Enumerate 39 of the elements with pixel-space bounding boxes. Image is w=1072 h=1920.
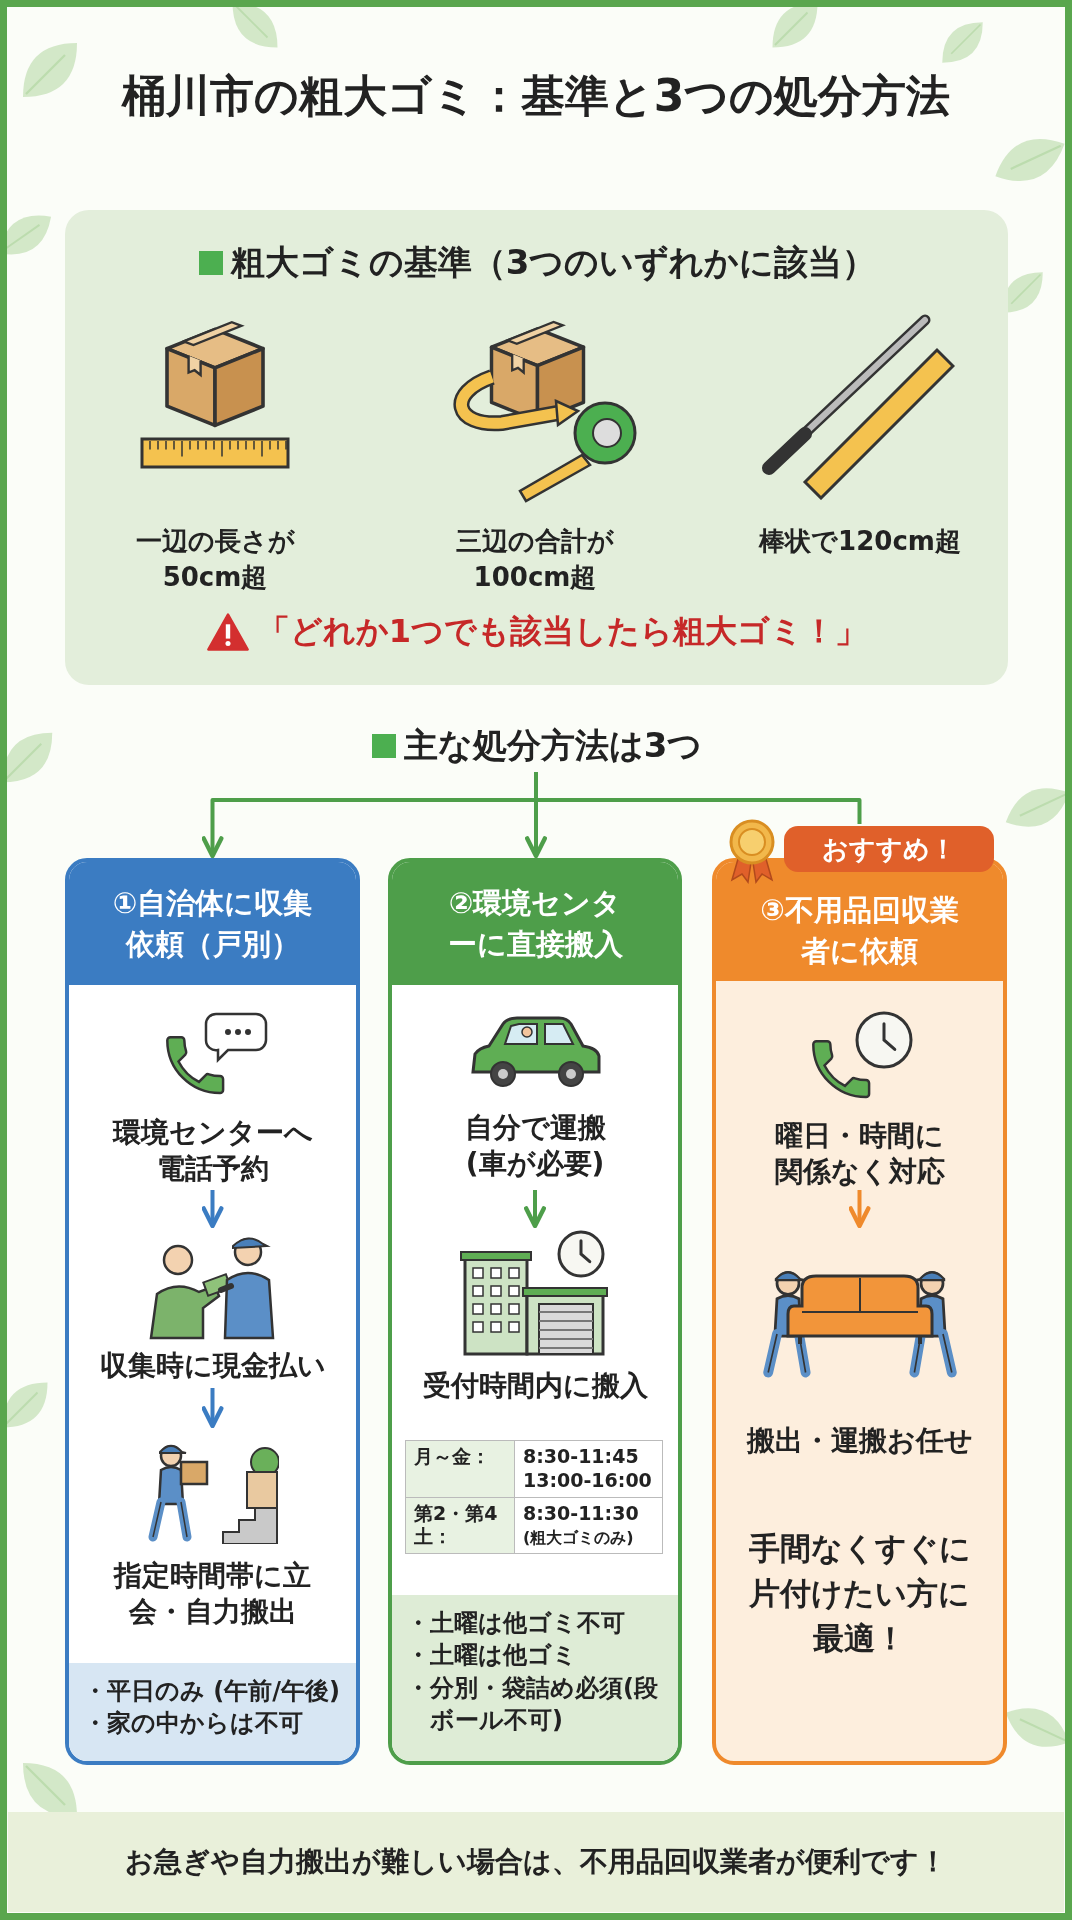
criteria-panel bbox=[65, 210, 1008, 685]
step-text: 指定時間帯に立会・自力搬出 bbox=[112, 1558, 312, 1631]
footer-banner: お急ぎや自力搬出が難しい場合は、不用品回収業者が便利です！ bbox=[8, 1812, 1064, 1912]
card-header: ①自治体に収集依頼（戸別） bbox=[69, 862, 356, 985]
note-item: ・平日のみ (午前/午後) bbox=[83, 1676, 342, 1707]
note-item: ・分別・袋詰め必須(段ボール不可) bbox=[406, 1672, 659, 1737]
notes-panel bbox=[392, 1595, 678, 1761]
arrow bbox=[848, 1190, 871, 1229]
criteria-text: 棒状で120cm超 bbox=[757, 525, 962, 558]
table-cell: 月～金： bbox=[405, 1440, 515, 1497]
table-cell: 8:30-11:30 (粗大ゴミのみ) bbox=[514, 1497, 663, 1554]
section-heading: 粗大ゴミの基準（3つのいずれかに該当） bbox=[230, 241, 877, 284]
step-text: 環境センターへ電話予約 bbox=[111, 1115, 314, 1188]
card-header: ②環境センターに直接搬入 bbox=[392, 862, 678, 985]
arrow bbox=[201, 1388, 224, 1429]
notes-panel bbox=[69, 1663, 356, 1761]
note-item: ・土曜は他ゴミ bbox=[406, 1640, 578, 1672]
arrow bbox=[524, 1190, 546, 1229]
recommend-badge: おすすめ！ bbox=[784, 826, 994, 872]
title: 桶川市の粗大ゴミ：基準と3つの処分方法 bbox=[120, 70, 952, 123]
connector-line bbox=[534, 772, 862, 824]
closing-text: 手間なくすぐに片付けたい方に最適！ bbox=[747, 1529, 972, 1658]
criteria-text: 三辺の合計が100cm超 bbox=[455, 525, 615, 595]
table-cell: 8:30-11:45 13:00-16:00 bbox=[514, 1440, 663, 1497]
note-item: ・土曜は他ゴミ不可 bbox=[406, 1608, 626, 1639]
arrow bbox=[201, 1190, 224, 1229]
criteria-text: 一辺の長さが50cm超 bbox=[134, 525, 296, 595]
step-text: 搬出・運搬お任せ bbox=[745, 1423, 974, 1459]
step-text: 収集時に現金払い bbox=[98, 1348, 327, 1384]
note-item: ・家の中からは不可 bbox=[83, 1708, 304, 1740]
step-text: 受付時間内に搬入 bbox=[421, 1368, 649, 1404]
table-cell: 第2・第4土： bbox=[405, 1497, 515, 1554]
section-heading: 主な処分方法は3つ bbox=[403, 724, 703, 767]
step-text: 自分で運搬(車が必要) bbox=[463, 1110, 607, 1183]
step-text: 曜日・時間に関係なく対応 bbox=[773, 1118, 946, 1191]
method-card bbox=[65, 858, 360, 1765]
warning-text: 「どれか1つでも該当したら粗大ゴミ！」 bbox=[257, 611, 868, 652]
method-card bbox=[388, 858, 682, 1765]
card-header: ③不用品回収業者に依頼 bbox=[716, 862, 1003, 981]
